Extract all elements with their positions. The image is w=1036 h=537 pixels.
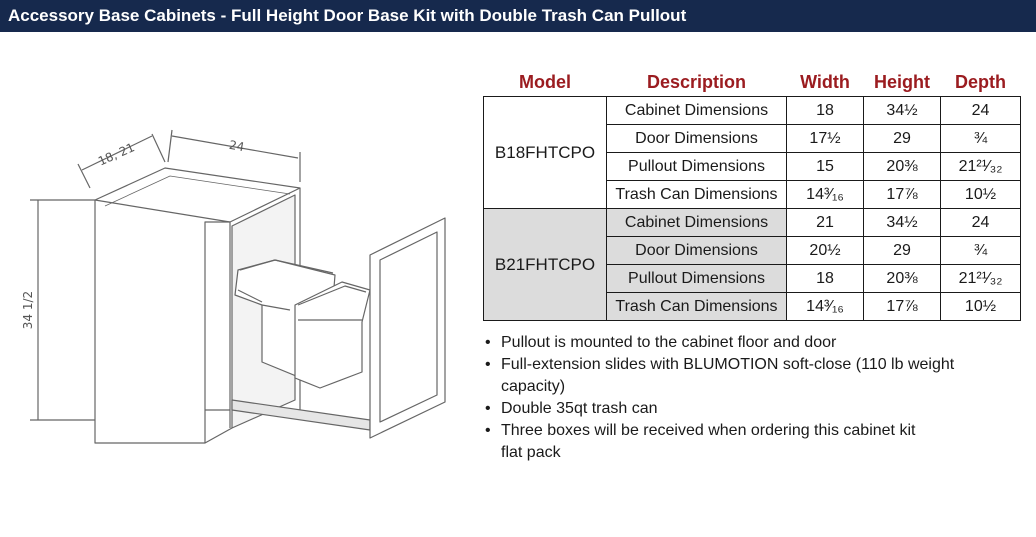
table-row: B21FHTCPO Cabinet Dimensions 21 34½ 24 <box>483 208 1021 321</box>
bullet-icon: • <box>485 422 491 439</box>
list-item: •Pullout is mounted to the cabinet floor… <box>483 332 1003 354</box>
depth-cell: 10½ <box>940 180 1021 209</box>
description-cell: Door Dimensions <box>606 236 787 265</box>
width-cell: 15 <box>786 152 864 181</box>
height-cell: 34½ <box>863 208 941 237</box>
table-row: Trash Can Dimensions 14³⁄₁₆ 17⅞ 10½ <box>484 292 1021 321</box>
width-cell: 21 <box>786 208 864 237</box>
width-cell: 20½ <box>786 236 864 265</box>
height-cell: 17⅞ <box>863 292 941 321</box>
depth-dimension-label: 18, 21 <box>96 140 137 168</box>
model-cell: B21FHTCPO <box>483 208 607 321</box>
page-title: Accessory Base Cabinets - Full Height Do… <box>0 0 1036 32</box>
depth-dimension-line <box>81 135 153 171</box>
description-cell: Trash Can Dimensions <box>606 292 787 321</box>
table-row: Door Dimensions 17½ 29 ¾ <box>484 124 1021 153</box>
table-row: Pullout Dimensions 15 20⅜ 21²¹⁄₃₂ <box>484 152 1021 181</box>
list-item: •Double 35qt trash can <box>483 398 1003 420</box>
column-header-depth: Depth <box>955 71 1006 92</box>
description-cell: Door Dimensions <box>606 124 787 153</box>
depth-cell: ¾ <box>940 236 1021 265</box>
bullet-icon: • <box>485 400 491 417</box>
column-header-description: Description <box>646 71 747 92</box>
bullet-icon: • <box>485 334 491 351</box>
height-cell: 29 <box>863 124 941 153</box>
table-row: Trash Can Dimensions 14³⁄₁₆ 17⅞ 10½ <box>484 180 1021 209</box>
width-cell: 18 <box>786 264 864 293</box>
width-cell: 18 <box>786 96 864 125</box>
column-header-model: Model <box>519 71 571 92</box>
cabinet-illustration: 34 1/2 18, 21 24 <box>21 129 446 444</box>
depth-cell: 24 <box>940 96 1021 125</box>
height-dimension-label: 34 1/2 <box>21 291 35 329</box>
depth-cell: 21²¹⁄₃₂ <box>940 152 1021 181</box>
dimensions-table: Model Description Width Height Depth B18… <box>483 68 1021 321</box>
model-group-b21: B21FHTCPO Cabinet Dimensions 21 34½ 24 D… <box>483 208 1021 321</box>
depth-cell: ¾ <box>940 124 1021 153</box>
description-cell: Pullout Dimensions <box>606 264 787 293</box>
list-item: •Full-extension slides with BLUMOTION so… <box>485 356 955 395</box>
model-cell: B18FHTCPO <box>483 96 607 209</box>
height-cell: 20⅜ <box>863 152 941 181</box>
depth-cell: 21²¹⁄₃₂ <box>940 264 1021 293</box>
bullet-icon: • <box>485 356 491 373</box>
feature-notes-list: •Pullout is mounted to the cabinet floor… <box>483 332 1003 464</box>
description-cell: Pullout Dimensions <box>606 152 787 181</box>
description-cell: Cabinet Dimensions <box>606 96 787 125</box>
width-cell: 14³⁄₁₆ <box>786 292 864 321</box>
depth-cell: 24 <box>940 208 1021 237</box>
table-row: B18FHTCPO Cabinet Dimensions 18 34½ 24 <box>483 96 1021 209</box>
height-cell: 17⅞ <box>863 180 941 209</box>
width-cell: 14³⁄₁₆ <box>786 180 864 209</box>
description-cell: Cabinet Dimensions <box>606 208 787 237</box>
column-header-width: Width <box>800 71 850 92</box>
table-header-row: Model Description Width Height Depth <box>484 68 1021 97</box>
description-cell: Trash Can Dimensions <box>606 180 787 209</box>
column-header-height: Height <box>874 71 930 92</box>
width-dimension-line <box>171 135 299 159</box>
width-dimension-label: 24 <box>228 138 245 154</box>
height-cell: 20⅜ <box>863 264 941 293</box>
width-cell: 17½ <box>786 124 864 153</box>
list-item: •Three boxes will be received when order… <box>485 422 916 461</box>
model-group-b18: B18FHTCPO Cabinet Dimensions 18 34½ 24 D… <box>483 96 1021 209</box>
cabinet-door <box>369 217 446 439</box>
height-cell: 29 <box>863 236 941 265</box>
cabinet-side <box>94 200 230 444</box>
depth-cell: 10½ <box>940 292 1021 321</box>
table-row: Pullout Dimensions 18 20⅜ 21²¹⁄₃₂ <box>484 264 1021 293</box>
height-cell: 34½ <box>863 96 941 125</box>
